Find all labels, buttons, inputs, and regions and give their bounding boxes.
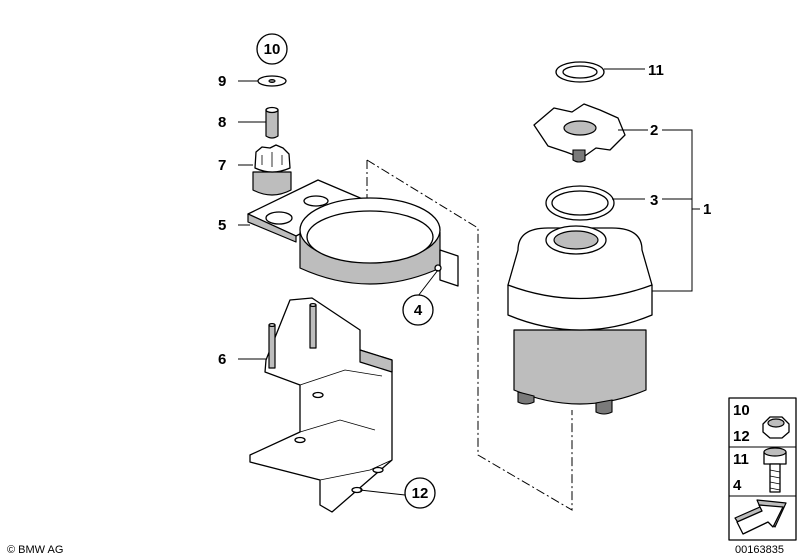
svg-text:4: 4 [414,302,423,319]
copyright-text: © BMW AG [7,544,63,556]
part-washer[interactable] [257,75,287,87]
arrow-icon [734,499,787,535]
part-spacer-sleeve[interactable] [265,106,279,139]
callout-6: 6 [218,351,226,368]
svg-text:12: 12 [412,485,429,502]
part-cap-seal-ring[interactable] [555,61,605,83]
bolt-icon [763,447,787,493]
callout-1: 1 [703,201,711,218]
part-reservoir-cap[interactable] [533,103,626,163]
hex-nut-icon [762,416,790,439]
part-expansion-tank[interactable] [507,225,653,415]
callout-9: 9 [218,73,226,90]
callout-10: 10 [256,33,288,65]
callout-3: 3 [650,192,658,209]
part-clamp-bracket[interactable] [247,179,459,287]
callout-11: 11 [648,62,664,79]
fastener-legend: 10 12 11 4 [728,397,797,541]
svg-text:10: 10 [264,41,281,58]
svg-text:12: 12 [733,428,750,445]
callout-12: 12 [404,477,436,509]
svg-text:10: 10 [733,402,750,419]
diagram-number: 00163835 [735,544,784,556]
callout-8: 8 [218,114,226,131]
part-o-ring[interactable] [545,185,615,221]
part-rubber-mount[interactable] [252,144,292,196]
part-mounting-bracket[interactable] [249,297,393,513]
svg-text:11: 11 [733,451,749,468]
callout-7: 7 [218,157,226,174]
svg-text:4: 4 [733,477,742,494]
callout-2: 2 [650,122,658,139]
callout-5: 5 [218,217,226,234]
callout-4: 4 [402,294,434,326]
